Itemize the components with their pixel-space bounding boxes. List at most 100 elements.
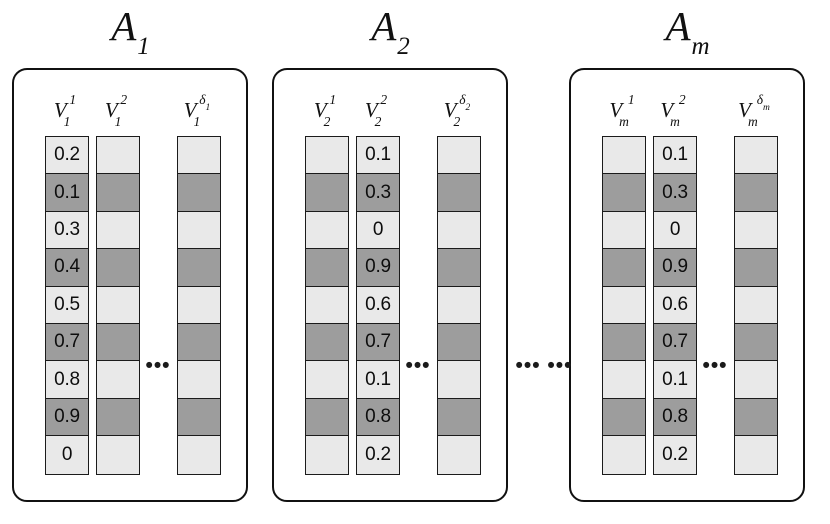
vector-cell (438, 436, 480, 474)
label-superscript-subscript: m (762, 102, 770, 113)
vector-cell: 0.7 (654, 323, 696, 362)
vector-cell: 0.6 (654, 286, 696, 324)
vector-cell: 0.7 (357, 323, 399, 362)
vector-cell (306, 286, 348, 324)
group-title-base: A (111, 3, 137, 49)
label-superscript: 2 (120, 92, 127, 107)
vector-cell: 0.9 (654, 249, 696, 287)
vector-cell (178, 211, 220, 250)
label-subscript: 2 (323, 114, 331, 130)
vector-cell: 0.8 (46, 361, 88, 399)
vector-cell: 0 (357, 211, 399, 250)
label-subscript: 2 (453, 114, 461, 130)
vector-cell-stack (602, 136, 646, 475)
label-base: V (364, 98, 378, 122)
vector-cell (97, 323, 139, 362)
vector-cell (438, 286, 480, 324)
label-superscript: 1 (329, 92, 336, 107)
vector-cell: 0 (46, 436, 88, 474)
label-base: V (443, 98, 457, 122)
label-superscript: 1 (628, 92, 635, 107)
label-subscript: 1 (63, 114, 71, 130)
label-superscript: δm (756, 92, 770, 113)
vector-cell (306, 323, 348, 362)
label-superscript-base: δ (756, 92, 763, 107)
vector-cell-stack (305, 136, 349, 475)
label-superscript-base: 1 (329, 92, 337, 107)
label-superscript-base: 2 (380, 92, 388, 107)
vector-cell (438, 361, 480, 399)
vector-cell (603, 398, 645, 437)
label-superscript-base: 1 (69, 92, 77, 107)
label-subscript: m (619, 114, 629, 130)
vector-cell (438, 323, 480, 362)
vector-cell (178, 398, 220, 437)
vector-cell (735, 286, 777, 324)
vector-cell (97, 211, 139, 250)
label-superscript: 1 (69, 92, 76, 107)
vector-cell (306, 436, 348, 474)
vector-cell (178, 286, 220, 324)
vector-cell (438, 398, 480, 437)
vector-cell: 0.9 (46, 398, 88, 437)
vector-cell (306, 361, 348, 399)
vector-cell (97, 137, 139, 175)
vector-cell: 0.6 (357, 286, 399, 324)
vector-cell: 0.4 (46, 249, 88, 287)
vector-cell: 0.5 (46, 286, 88, 324)
group-title-subscript: m (691, 33, 710, 61)
label-subscript: 2 (374, 114, 382, 130)
label-superscript-subscript: 1 (205, 102, 211, 113)
vector-cell: 0.1 (654, 137, 696, 175)
vector-cell (306, 174, 348, 212)
group-title-subscript: 1 (137, 33, 150, 61)
intra-group-ellipsis: ••• (405, 354, 431, 377)
label-subscript: m (747, 114, 758, 130)
label-superscript: δ1 (199, 92, 210, 113)
vector-cell: 0.2 (357, 436, 399, 474)
vector-cell (603, 174, 645, 212)
vector-cell: 0.7 (46, 323, 88, 362)
vector-cell (178, 323, 220, 362)
vector-cell: 0.3 (46, 211, 88, 250)
vector-cell (97, 286, 139, 324)
vector-column-label: V1 1 (36, 93, 98, 129)
vector-cell (603, 137, 645, 175)
vector-cell (97, 398, 139, 437)
vector-cell-stack (734, 136, 778, 475)
label-base: V (183, 98, 197, 122)
vector-cell (735, 398, 777, 437)
vector-cell: 0.2 (654, 436, 696, 474)
vector-cell-stack (96, 136, 140, 475)
group-title-A1: A1 (12, 3, 248, 60)
vector-cell (97, 361, 139, 399)
label-base: V (609, 98, 623, 122)
label-superscript-base: 2 (120, 92, 128, 107)
vector-cell: 0.2 (46, 137, 88, 175)
label-superscript-base: δ (199, 92, 206, 107)
vector-column-label: Vm 1 (593, 93, 655, 129)
label-subscript: 1 (114, 114, 122, 130)
label-base: V (53, 98, 67, 122)
vector-cell (603, 436, 645, 474)
vector-column-label: Vmδm (725, 93, 787, 129)
label-base: V (104, 98, 118, 122)
vector-cell: 0.3 (357, 174, 399, 212)
vector-column-label: Vm2 (644, 93, 706, 129)
intra-group-ellipsis: ••• (145, 354, 171, 377)
vector-cell: 0.1 (46, 174, 88, 212)
vector-cell: 0.9 (357, 249, 399, 287)
vector-cell (178, 436, 220, 474)
label-base: V (660, 98, 674, 122)
group-title-base: A (371, 3, 397, 49)
vector-cell (438, 174, 480, 212)
label-superscript: 2 (679, 92, 686, 107)
vector-cell (97, 174, 139, 212)
